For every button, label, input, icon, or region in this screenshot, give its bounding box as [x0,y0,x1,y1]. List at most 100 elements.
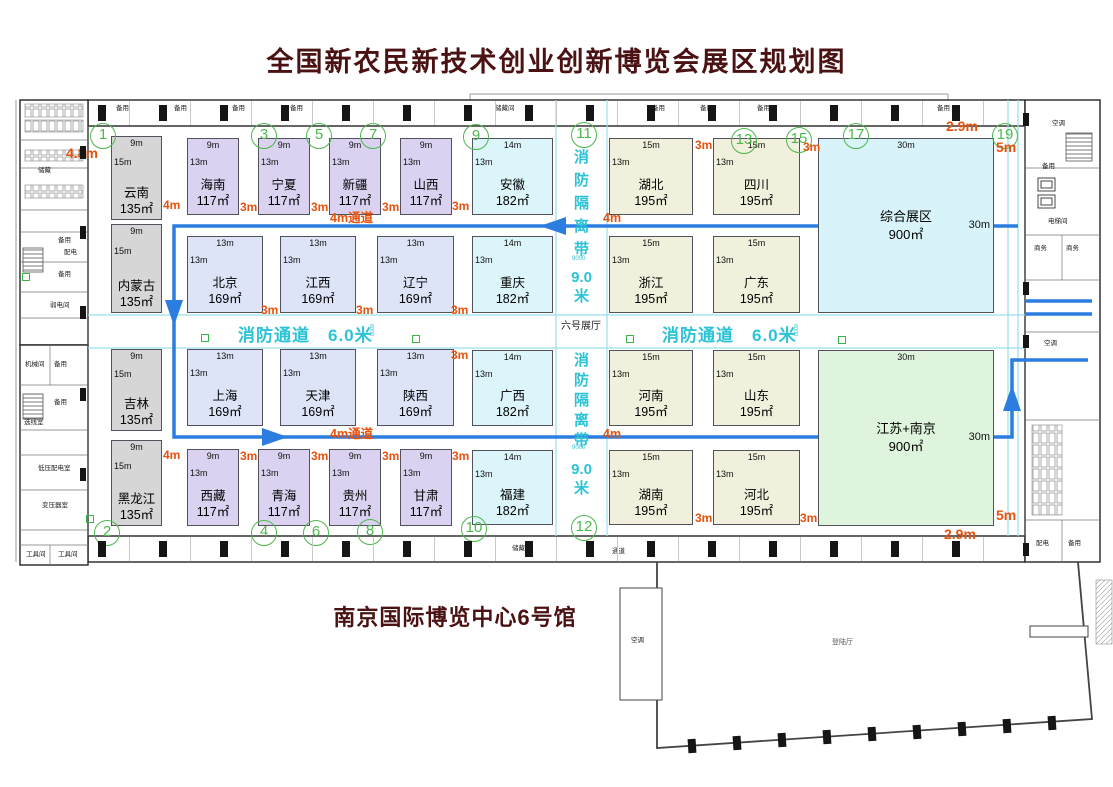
room-label: 备用 [54,361,67,368]
booth-left-dim: 13m [475,468,493,479]
booth-top-dim: 13m [406,351,425,361]
room-label: 储藏 [38,167,51,174]
dim-label: 2.9m [944,526,976,542]
marker-circle-6: 6 [303,520,329,546]
fire-passage-label: 消防通道 6.0米 [238,326,373,345]
door-icon [708,105,716,121]
booth-left-dim: 13m [716,255,734,265]
booth-top-dim: 13m [406,238,425,248]
fire-belt-char: 消 [573,149,589,166]
door-icon [647,105,655,121]
room-label: 配电 [1036,540,1049,547]
aisle-label: 4m通道 [330,427,374,441]
green-square-marker [412,335,420,343]
zone-right-dim: 30m [968,218,990,231]
booth-top-dim: 13m [309,238,327,248]
door-icon [403,541,411,557]
dim-label: 3m [311,200,329,214]
door-icon [1047,715,1057,731]
booth-name: 山东 [743,388,769,403]
aisle-label: 4m [603,427,622,441]
booth-area: 195㎡ [634,291,668,306]
booth-top-dim: 9m [130,442,143,452]
booth-top-dim: 9m [277,140,291,150]
door-icon [220,105,228,121]
door-icon [891,541,899,557]
booth-top-dim: 14m [503,452,522,462]
door-icon [80,226,86,239]
booth-name: 广西 [499,388,525,403]
room-label: 空调 [631,637,644,644]
booth-name: 甘肃 [413,488,439,503]
booth-name: 内蒙古 [117,278,156,293]
fire-belt-char: 隔 [573,392,589,409]
booth-top-dim: 9m [277,451,291,461]
booth-left-dim: 13m [380,368,398,378]
room-label: 备用 [290,105,303,112]
booth-top-dim: 9m [348,140,362,150]
zone-top-dim: 30m [897,140,915,150]
booth-top-dim: 15m [642,452,660,462]
fire-belt-code: 9000 [572,256,586,262]
door-icon [98,541,106,557]
booth-left-dim: 13m [190,255,208,265]
green-square-marker [86,515,94,523]
hatch-area [1095,579,1113,645]
room-label: 工具间 [26,551,46,558]
booth-top-dim: 9m [130,351,143,361]
green-square-marker [22,273,30,281]
stairs-icon [22,393,44,420]
booth-name: 辽宁 [402,275,428,290]
annex-hall-label: 登陆厅 [832,639,853,646]
stairs-icon [22,247,44,273]
booth-top-dim: 9m [419,140,433,150]
wall-divider [861,537,862,561]
room-label: 配电 [64,249,77,256]
dim-label: 3m [695,511,713,525]
booth-left-dim: 13m [190,368,208,378]
booth-left-dim: 13m [475,157,493,167]
room-label: 选线室 [24,419,44,426]
door-icon [777,733,787,748]
wall-divider [556,537,557,561]
wall-divider [983,537,984,561]
booth-name: 湖北 [638,177,664,192]
dim-label: 4m [163,448,181,462]
room-label: 变压器室 [42,502,68,509]
room-label: 备用 [174,105,187,112]
marker-circle-9: 9 [463,124,489,150]
booth-top-dim: 13m [216,238,234,248]
booth-area: 117㎡ [267,193,301,208]
wall-divider [617,537,618,561]
booth-left-dim: 13m [475,368,493,379]
fire-belt-char: 离 [573,412,589,429]
room-label: 工具间 [58,551,78,558]
dim-label: 3m [311,449,329,463]
marker-circle-1: 1 [90,123,116,149]
left-wing-upper [19,99,89,346]
wall-divider [922,537,923,561]
booth-name: 河北 [743,487,769,502]
fire-passage-label: 消防通道 6.0米 [662,326,797,345]
door-icon [1023,113,1029,126]
booth-area: 135㎡ [119,201,154,216]
door-icon [822,730,832,745]
booth-name: 新疆 [342,177,368,192]
fire-belt-char: 防 [573,172,589,189]
door-icon [80,146,86,159]
green-square-marker [838,336,846,344]
